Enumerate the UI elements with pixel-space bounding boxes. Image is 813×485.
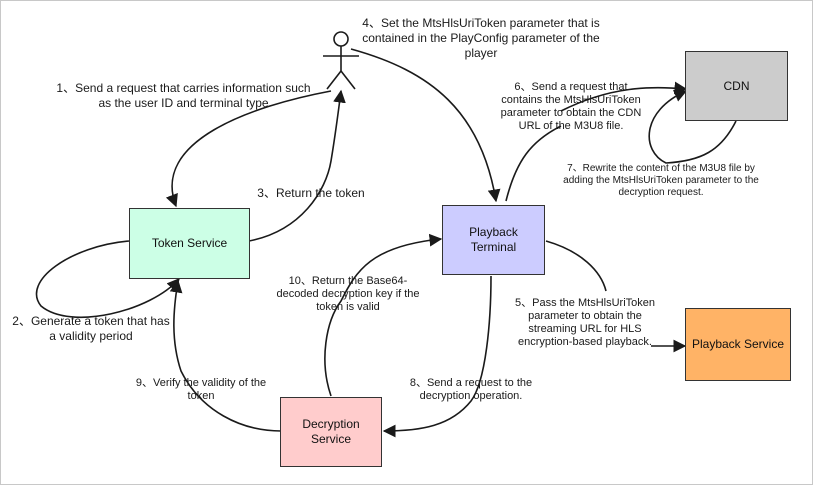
label-step-6: 6、Send a request that contains the MtsHl… <box>500 81 642 132</box>
node-playback-service: Playback Service <box>685 308 791 381</box>
node-decryption-service-label: Decryption Service <box>302 417 360 446</box>
label-step-2: 2、Generate a token that has a validity p… <box>12 314 170 343</box>
node-token-service-label: Token Service <box>151 236 228 250</box>
arrow-step2 <box>35 240 180 319</box>
label-step-10: 10、Return the Base64-decoded decryption … <box>276 275 420 313</box>
label-step-5: 5、Pass the MtsHlsUriToken parameter to o… <box>515 297 655 348</box>
arrow-step1 <box>165 90 332 208</box>
arrow-step10 <box>324 233 443 397</box>
node-playback-service-label: Playback Service <box>691 337 785 351</box>
node-decryption-service: Decryption Service <box>280 397 382 467</box>
arrow-step6 <box>505 125 562 202</box>
node-token-service: Token Service <box>129 208 250 279</box>
arrow-step3 <box>248 89 346 242</box>
arrow-step4 <box>350 48 501 203</box>
arrow-step7 <box>648 89 737 164</box>
node-playback-terminal: Playback Terminal <box>442 205 545 275</box>
node-cdn-label: CDN <box>723 78 750 93</box>
node-playback-terminal-label: Playback Terminal <box>469 225 518 254</box>
arrow-step9 <box>169 279 282 432</box>
user-actor-icon <box>323 31 359 90</box>
arrow-step6-tail <box>560 81 688 112</box>
label-step-4: 4、Set the MtsHlsUriToken parameter that … <box>362 16 600 60</box>
label-step-9: 9、Verify the validity of the token <box>135 377 267 402</box>
label-step-7: 7、Rewrite the content of the M3U8 file b… <box>563 163 759 198</box>
label-step-8: 8、Send a request to the decryption opera… <box>409 377 533 402</box>
arrow-step5 <box>545 240 607 292</box>
label-step-3: 3、Return the token <box>257 186 365 200</box>
label-step-1: 1、Send a request that carries informatio… <box>56 81 311 110</box>
arrow-step8 <box>382 275 492 438</box>
node-cdn: CDN <box>685 51 788 121</box>
